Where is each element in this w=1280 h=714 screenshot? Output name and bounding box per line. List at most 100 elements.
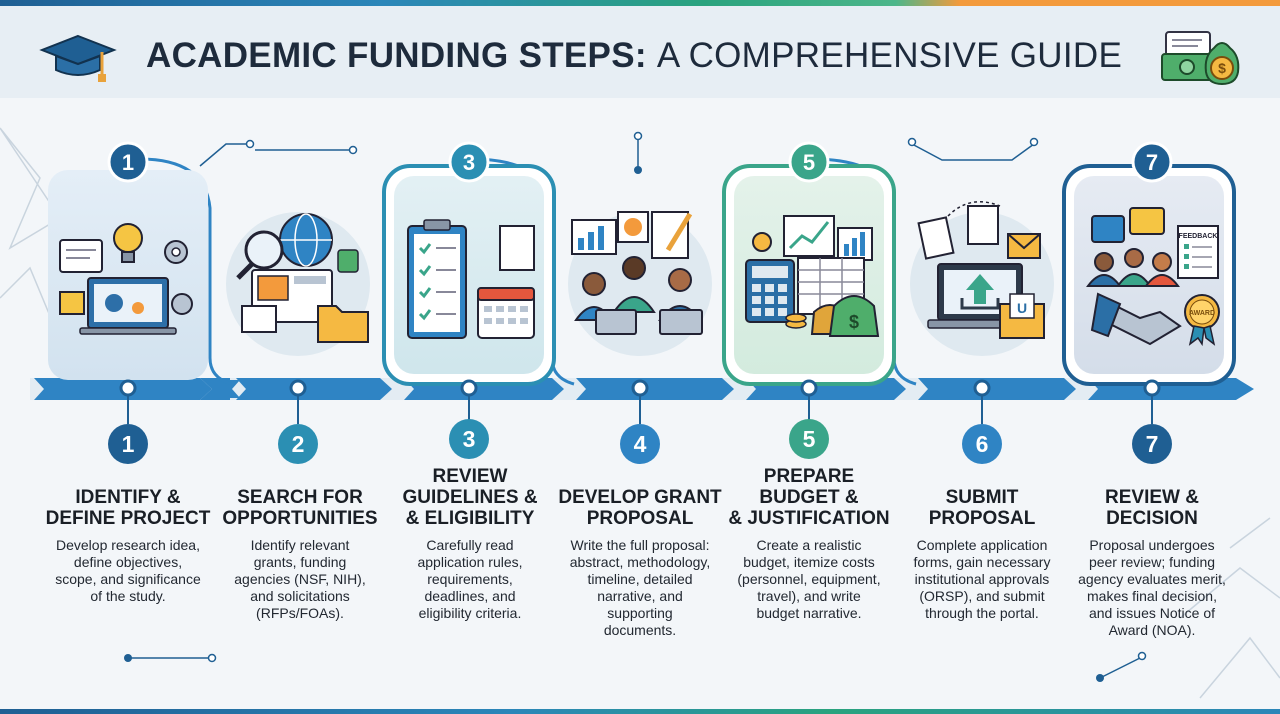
step-5-desc-line: (personnel, equipment, — [737, 571, 881, 587]
step-2-description: Identify relevant grants, funding agenci… — [212, 537, 388, 622]
step-6-desc-line: institutional approvals — [914, 571, 1050, 587]
step-1-bottom-badge: 1 — [108, 424, 148, 464]
step-6-desc-line: (ORSP), and submit — [919, 588, 1045, 604]
envelope-u-letter: U — [1017, 300, 1027, 316]
step-7-title-line: DECISION — [1106, 508, 1198, 529]
step-4-desc-line: Write the full proposal: — [570, 537, 710, 553]
step-1-number: 1 — [122, 431, 135, 457]
step-4-desc-line: timeline, detailed — [587, 571, 693, 587]
step-7-number: 7 — [1146, 431, 1159, 457]
step-3-desc-line: application rules, — [417, 554, 523, 570]
step-6-description: Complete application forms, gain necessa… — [894, 537, 1070, 622]
step-3-bottom-badge: 3 — [449, 419, 489, 459]
step-5-top-badge: 5 — [788, 141, 830, 183]
title-bold: ACADEMIC FUNDING STEPS: — [146, 36, 647, 75]
step-5-bottom-badge: 5 — [789, 419, 829, 459]
team-laptop-icon — [571, 211, 703, 335]
step-7-title-line: REVIEW & — [1105, 487, 1199, 508]
step-1-title: IDENTIFY & DEFINE PROJECT — [38, 487, 218, 529]
step-1-desc-line: define objectives, — [73, 554, 183, 570]
step-2-title-line: SEARCH FOR — [237, 487, 363, 508]
step-1-desc-line: scope, and significance — [55, 571, 201, 587]
bottom-color-bar — [0, 709, 1280, 714]
clipboard-checklist-icon — [407, 219, 535, 339]
step-6-number: 6 — [976, 431, 989, 457]
step-1-title-line: DEFINE PROJECT — [45, 508, 211, 529]
step-7-bottom-badge: 7 — [1132, 424, 1172, 464]
header-band: ACADEMIC FUNDING STEPS: A COMPREHENSIVE … — [0, 6, 1280, 98]
step-4-title-line: PROPOSAL — [586, 508, 694, 529]
step-3-top-badge: 3 — [448, 141, 490, 183]
step-2-title: SEARCH FOR OPPORTUNITIES — [210, 487, 390, 529]
lightbulb-icon — [59, 223, 193, 335]
funding-steps-diagram: $ U FEEDBACK AWARD — [30, 141, 1254, 464]
step-2-desc-line: grants, funding — [253, 554, 347, 570]
step-1-title-line: IDENTIFY & — [75, 487, 181, 508]
step-3-top-number: 3 — [463, 150, 475, 175]
money-bag-dollar: $ — [849, 312, 859, 332]
step-7-desc-line: Award (NOA). — [1108, 622, 1196, 638]
feedback-form-label: FEEDBACK — [1179, 233, 1218, 240]
step-3-desc-line: eligibility criteria. — [418, 605, 522, 621]
step-5-title: PREPARE BUDGET & & JUSTIFICATION — [719, 466, 899, 529]
step-1-desc-line: of the study. — [90, 588, 166, 604]
background-network-decoration — [0, 127, 1280, 699]
page-title: ACADEMIC FUNDING STEPS: A COMPREHENSIVE … — [146, 36, 1122, 76]
step-7-title: REVIEW & DECISION — [1062, 487, 1242, 529]
step-5-top-number: 5 — [803, 150, 815, 175]
step-4-title: DEVELOP GRANT PROPOSAL — [550, 487, 730, 529]
calculator-money-icon: $ — [745, 215, 880, 337]
step-5-desc-line: budget, itemize costs — [743, 554, 875, 570]
step-1-desc-line: Develop research idea, — [56, 537, 200, 553]
step-2-number: 2 — [292, 431, 305, 457]
step-6-title: SUBMIT PROPOSAL — [892, 487, 1072, 529]
step-4-bottom-badge: 4 — [620, 424, 660, 464]
step-3-title-line: REVIEW — [432, 466, 508, 487]
step-2-desc-line: Identify relevant — [250, 537, 350, 553]
step-3-number: 3 — [463, 426, 476, 452]
step-7-desc-line: and issues Notice of — [1088, 605, 1216, 621]
step-4-desc-line: supporting — [607, 605, 673, 621]
step-6-desc-line: through the portal. — [925, 605, 1039, 621]
step-2-title-line: OPPORTUNITIES — [222, 508, 378, 529]
step-3-title: REVIEW GUIDELINES & & ELIGIBILITY — [380, 466, 560, 529]
step-5-desc-line: travel), and write — [757, 588, 861, 604]
title-rest: A COMPREHENSIVE GUIDE — [656, 36, 1123, 75]
step-4-desc-line: abstract, methodology, — [569, 554, 711, 570]
step-4-number: 4 — [634, 431, 647, 457]
step-5-desc-line: Create a realistic — [756, 537, 862, 553]
step-3-title-line: & ELIGIBILITY — [405, 508, 535, 529]
step-3-description: Carefully read application rules, requir… — [382, 537, 558, 622]
step-1-top-number: 1 — [122, 150, 134, 175]
step-5-title-line: & JUSTIFICATION — [728, 508, 890, 529]
step-3-title-line: GUIDELINES & — [402, 487, 538, 508]
step-7-top-number: 7 — [1146, 150, 1158, 175]
money-dollar-sign: $ — [1218, 60, 1226, 76]
step-6-desc-line: Complete application — [916, 537, 1048, 553]
step-1-top-badge: 1 — [107, 141, 149, 183]
step-5-title-line: PREPARE — [763, 466, 855, 487]
step-2-bottom-badge: 2 — [278, 424, 318, 464]
step-3-desc-line: Carefully read — [426, 537, 514, 553]
step-4-title-line: DEVELOP GRANT — [558, 487, 722, 508]
money-icon: $ — [1161, 31, 1240, 86]
step-5-title-line: BUDGET & — [759, 487, 859, 508]
top-color-bar — [0, 0, 1280, 6]
step-4-desc-line: narrative, and — [597, 588, 683, 604]
award-ribbon-label: AWARD — [1189, 310, 1215, 317]
step-7-desc-line: peer review; funding — [1088, 554, 1216, 570]
step-1-panel — [48, 170, 208, 380]
step-7-desc-line: agency evaluates merit, — [1078, 571, 1226, 587]
graduation-cap-icon — [39, 34, 117, 82]
step-5-description: Create a realistic budget, itemize costs… — [721, 537, 897, 622]
upload-laptop-icon: U — [917, 201, 1045, 339]
step-7-description: Proposal undergoes peer review; funding … — [1064, 537, 1240, 639]
step-1-description: Develop research idea, define objectives… — [40, 537, 216, 605]
step-5-number: 5 — [803, 426, 816, 452]
step-6-title-line: SUBMIT — [945, 487, 1019, 508]
step-3-desc-line: deadlines, and — [424, 588, 516, 604]
step-2-desc-line: agencies (NSF, NIH), — [234, 571, 366, 587]
step-6-title-line: PROPOSAL — [928, 508, 1036, 529]
globe-magnifier-icon — [236, 213, 369, 343]
step-3-desc-line: requirements, — [427, 571, 513, 587]
